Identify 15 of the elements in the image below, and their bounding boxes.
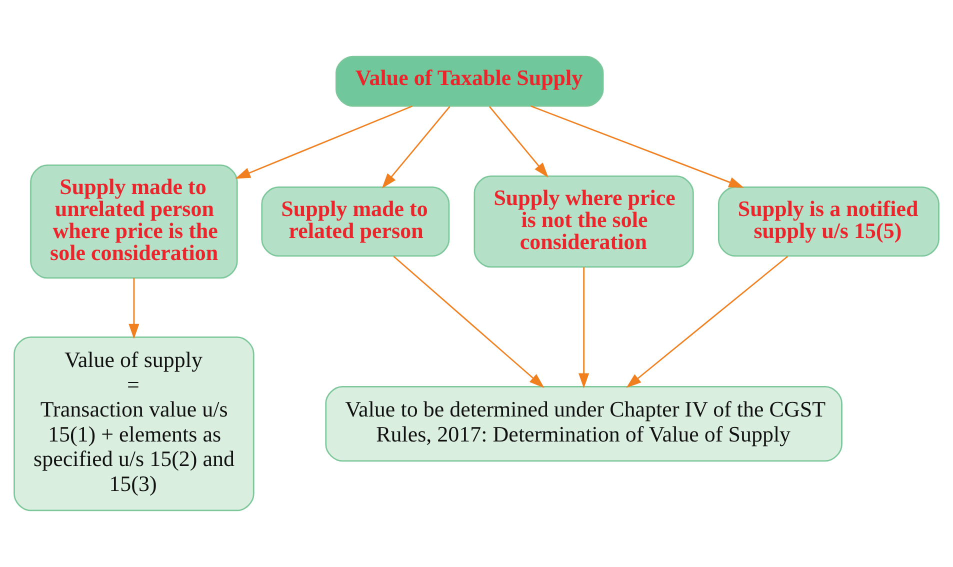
arrow (626, 256, 788, 388)
arrow (530, 106, 744, 188)
arrow (488, 106, 548, 178)
node-box: Supply is a notified supply u/s 15(5) (718, 186, 940, 257)
node-box: Supply where price is not the sole consideration (474, 176, 694, 268)
arrow (128, 278, 140, 339)
node-box: Value of Taxable Supply (335, 56, 604, 107)
arrow (578, 267, 590, 388)
node-box: Value of supply = Transaction value u/s 15(1) + elements as specified u/s 15(2) and 15(3) (14, 336, 254, 512)
arrow (382, 106, 450, 188)
arrow (235, 106, 413, 179)
node-box: Supply made to related person (261, 186, 450, 257)
arrow (393, 256, 544, 388)
node-box: Value to be determined under Chapter IV of the CGST Rules, 2017: Determination of Value of Supply (325, 386, 842, 462)
node-box: Supply made to unrelated person where price is the sole consideration (30, 164, 238, 279)
